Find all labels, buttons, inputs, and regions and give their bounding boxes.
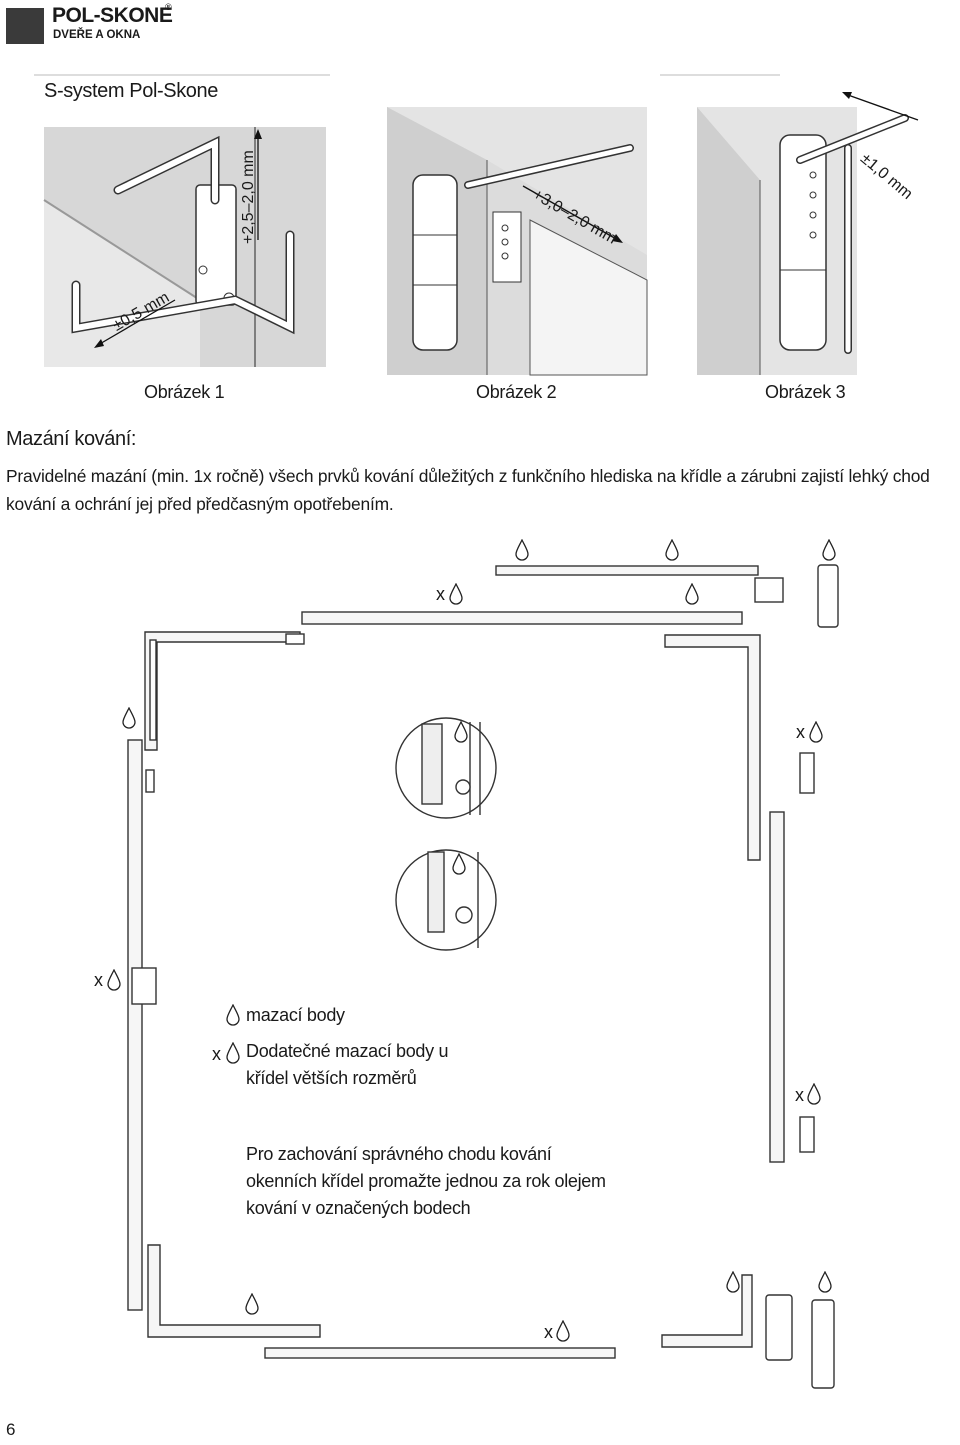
figure-1-illustration [43,127,326,367]
extra-point-marker: x [795,1085,804,1105]
extra-point-marker: x [796,722,805,742]
fig3-caption: Obrázek 3 [765,382,846,402]
fig1-adjust-vertical: +2,5–2,0 mm [240,150,257,244]
legend-additional-line1: Dodatečné mazací body u [246,1041,449,1061]
hardware-diagram [127,564,839,1389]
section-heading: Mazání kování: [6,428,137,450]
extra-point-marker: x [94,970,103,990]
figures-title: S-system Pol-Skone [44,80,218,102]
figure-2-illustration [387,107,648,376]
logo-mark [6,8,44,44]
page-number: 6 [6,1420,16,1439]
maintenance-note: Pro zachování správného chodu kování oke… [246,1144,606,1218]
fig2-caption: Obrázek 2 [476,382,557,402]
fig1-caption: Obrázek 1 [144,382,225,402]
extra-point-marker: x [212,1044,221,1064]
section-paragraph: Pravidelné mazání (min. 1x ročně) všech … [6,466,930,514]
extra-point-marker: x [436,584,445,604]
legend-points: mazací body [246,1005,345,1025]
legend-additional-line2: křídel větších rozměrů [246,1068,417,1088]
extra-point-marker: x [544,1322,553,1342]
registered-mark: ® [165,2,172,12]
brand-tagline: DVEŘE A OKNA [53,29,141,41]
brand-name: POL-SKONE [52,4,173,27]
figure-3-illustration [697,92,919,375]
